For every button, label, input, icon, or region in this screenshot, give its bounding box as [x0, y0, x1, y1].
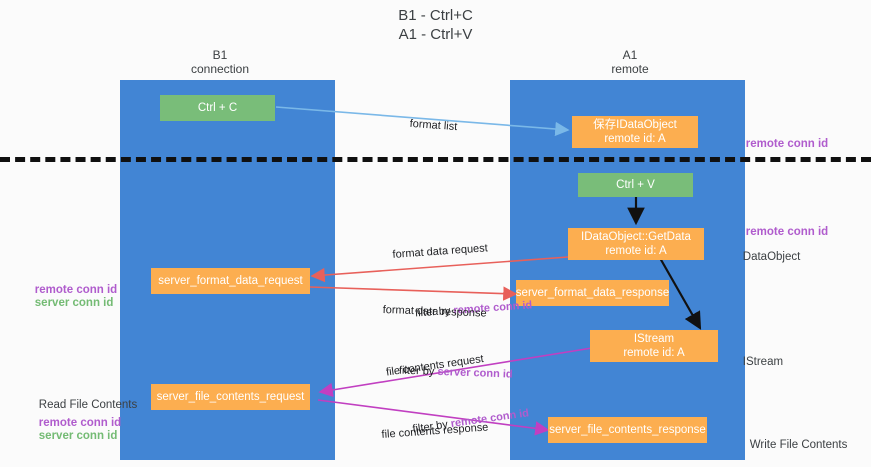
edge-label-file-contents-response: file contents response filter by server … — [379, 389, 521, 467]
node-ctrl-c-label: Ctrl + C — [197, 102, 238, 114]
annotation-left-server-conn-id: server conn id — [22, 282, 114, 324]
node-istream-line2: remote id: A — [623, 347, 685, 359]
node-ctrl-v[interactable]: Ctrl + V — [578, 173, 693, 197]
annotation-left-remote-conn-id-2-text: remote conn id — [38, 417, 122, 429]
node-save-idataobject[interactable]: 保存IDataObject remote id: A — [572, 116, 698, 148]
annotation-remote-conn-id-top: remote conn id — [733, 123, 828, 165]
phase-separator — [0, 157, 871, 162]
node-save-idataobject-line2: remote id: A — [604, 133, 666, 145]
node-idataobject-getdata[interactable]: IDataObject::GetData remote id: A — [568, 228, 704, 260]
edge-label-format-data-request-line1: format data request — [392, 242, 489, 261]
annotation-read-file-contents: Read File Contents — [26, 384, 137, 426]
node-save-idataobject-line1: 保存IDataObject — [593, 119, 677, 131]
node-server-file-contents-response-label: server_file_contents_response — [549, 424, 706, 436]
annotation-remote-conn-id-top-text: remote conn id — [745, 138, 829, 150]
edge-label-format-list-text: format list — [409, 117, 458, 134]
annotation-left-server-conn-id-text: server conn id — [34, 297, 114, 309]
edge-label-file-contents-response-line1: file contents response — [381, 421, 489, 441]
annotation-remote-conn-id-mid: remote conn id — [733, 211, 828, 253]
node-ctrl-v-label: Ctrl + V — [616, 179, 655, 191]
node-server-format-data-response-label: server_format_data_response — [515, 287, 670, 299]
annotation-dataobject: DataObject — [730, 236, 801, 278]
annotation-remote-conn-id-mid-text: remote conn id — [745, 226, 829, 238]
annotation-dataobject-text: DataObject — [742, 251, 801, 263]
annotation-left-remote-conn-id-2: remote conn id — [26, 402, 121, 444]
node-server-format-data-request-label: server_format_data_request — [158, 275, 303, 287]
annotation-write-file-contents: Write File Contents — [737, 424, 848, 466]
node-server-file-contents-request-label: server_file_contents_request — [156, 391, 305, 403]
node-getdata-line2: remote id: A — [605, 245, 667, 257]
column-header-left: B1 connection — [190, 48, 250, 76]
node-server-format-data-request[interactable]: server_format_data_request — [151, 268, 310, 294]
annotation-left-remote-conn-id-text: remote conn id — [34, 284, 118, 296]
node-server-file-contents-response[interactable]: server_file_contents_response — [548, 417, 707, 443]
node-server-file-contents-request[interactable]: server_file_contents_request — [151, 384, 310, 410]
edge-label-file-contents-request-line1: file contents request — [385, 352, 485, 379]
node-istream[interactable]: IStream remote id: A — [590, 330, 718, 362]
edge-label-file-contents-response-line2: filter by server conn id — [384, 464, 519, 467]
node-istream-line1: IStream — [633, 333, 675, 345]
annotation-write-file-contents-text: Write File Contents — [749, 439, 848, 451]
annotation-left-remote-conn-id: remote conn id — [22, 269, 117, 311]
node-getdata-line1: IDataObject::GetData — [581, 231, 691, 243]
annotation-istream-text: IStream — [742, 356, 784, 368]
node-server-format-data-response[interactable]: server_format_data_response — [516, 280, 669, 306]
annotation-read-file-contents-text: Read File Contents — [38, 399, 138, 411]
page-title: B1 - Ctrl+C A1 - Ctrl+V — [398, 7, 473, 43]
edge-label-format-list: format list — [396, 101, 459, 150]
annotation-left-server-conn-id-2: server conn id — [26, 415, 118, 457]
node-ctrl-c[interactable]: Ctrl + C — [160, 95, 275, 121]
annotation-istream: IStream — [730, 341, 783, 383]
annotation-left-server-conn-id-2-text: server conn id — [38, 430, 118, 442]
column-header-right: A1 remote — [611, 48, 649, 76]
